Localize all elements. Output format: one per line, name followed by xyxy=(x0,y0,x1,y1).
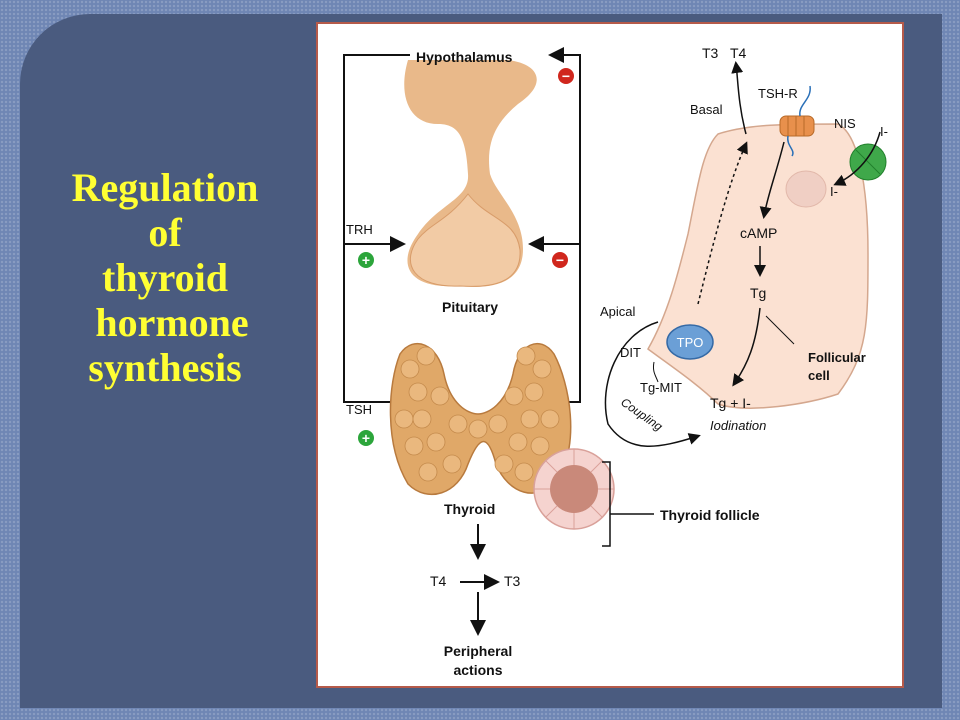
basal-label: Basal xyxy=(690,102,723,117)
minus-sign-pituitary: − xyxy=(556,252,564,268)
tg-label: Tg xyxy=(750,285,766,301)
thyroid-follicle xyxy=(533,448,654,547)
thyroid-follicle-label: Thyroid follicle xyxy=(660,507,760,523)
t3-secretion-label: T3 xyxy=(702,45,719,61)
hypothalamus-label: Hypothalamus xyxy=(416,49,513,65)
feedback-loop xyxy=(343,47,581,636)
follicular-cell-pointer xyxy=(765,315,795,345)
peripheral-label-2: actions xyxy=(453,662,502,678)
iodide-outside-label: I- xyxy=(880,124,888,139)
tpo-enzyme xyxy=(666,324,714,360)
nis-label: NIS xyxy=(834,116,856,131)
follicular-cell-label-1: Follicular xyxy=(808,350,866,365)
title-line-3: thyroid xyxy=(102,255,228,300)
hypothalamus-pituitary xyxy=(404,60,537,287)
nis-transporter xyxy=(849,143,887,181)
title-line-1: Regulation xyxy=(71,165,259,210)
tsh-label: TSH xyxy=(346,402,372,417)
title-line-2: of xyxy=(148,210,182,255)
feedback-signs xyxy=(358,68,574,446)
iodination-label: Iodination xyxy=(710,418,766,433)
thyroid-lobules xyxy=(394,346,560,482)
dit-label: DIT xyxy=(620,345,641,360)
trh-label: TRH xyxy=(346,222,373,237)
t4-secretion-label: T4 xyxy=(730,45,747,61)
apical-label: Apical xyxy=(600,304,636,319)
tg-plus-iodide-label: Tg + I- xyxy=(710,395,751,411)
tsh-r-label: TSH-R xyxy=(758,86,798,101)
pituitary-shape xyxy=(409,193,521,287)
t4-peripheral-label: T4 xyxy=(430,573,447,589)
plus-sign-tsh: + xyxy=(362,430,370,446)
t3-peripheral-label: T3 xyxy=(504,573,521,589)
camp-label: cAMP xyxy=(740,225,777,241)
tpo-label: TPO xyxy=(677,335,704,350)
thyroid-diagram: − + − + Hypothalamus TRH Pituitary TSH T… xyxy=(316,22,904,688)
pituitary-label: Pituitary xyxy=(442,299,498,315)
coupling-label: Coupling xyxy=(618,395,665,434)
thyroid-gland xyxy=(389,342,572,495)
follicular-cell-label-2: cell xyxy=(808,368,830,383)
cell-arrows xyxy=(604,61,881,447)
tsh-receptor xyxy=(779,85,815,157)
slide-title: Regulation of thyroid hormone synthesis xyxy=(30,165,300,390)
minus-sign-hypothalamus: − xyxy=(562,68,570,84)
peripheral-label-1: Peripheral xyxy=(444,643,512,659)
iodide-inside-label: I- xyxy=(830,184,838,199)
plus-sign-trh: + xyxy=(362,252,370,268)
diagram-svg: − + − + Hypothalamus TRH Pituitary TSH T… xyxy=(343,45,888,678)
title-line-4: hormone xyxy=(95,300,249,345)
thyroid-label: Thyroid xyxy=(444,501,495,517)
tg-mit-label: Tg-MIT xyxy=(640,380,682,395)
title-line-5: synthesis xyxy=(88,345,242,390)
